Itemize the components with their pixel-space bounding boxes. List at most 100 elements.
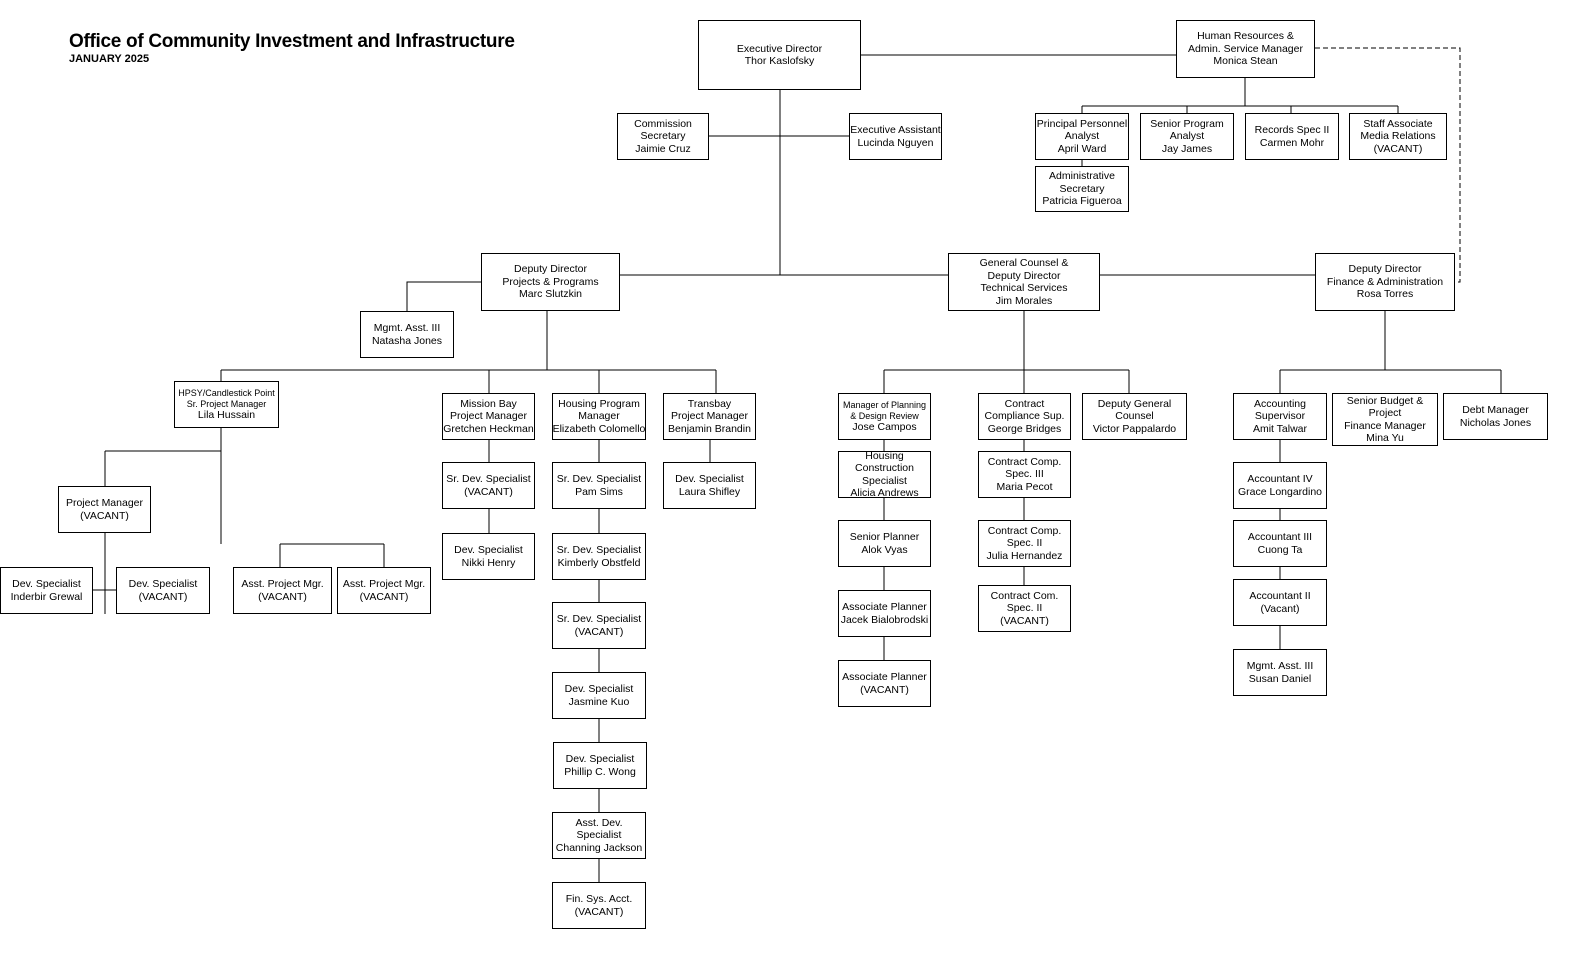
org-box-line: (VACANT) [860,683,909,696]
org-box-line: Fin. Sys. Acct. [565,893,633,905]
org-box-line: Alicia Andrews [850,487,919,498]
org-box-line: Accountant IV [1247,473,1313,485]
org-box-line: Contract Com. [990,589,1059,602]
org-box-line: Projects & Programs [502,275,599,288]
org-box-line: Deputy Director [514,263,587,276]
org-box-line: Manager of Planning [842,400,927,410]
org-box-c3: Contract Com.Spec. II(VACANT) [978,585,1071,632]
org-box-line: Contract Comp. [987,524,1062,537]
org-box-h3: Sr. Dev. Specialist(VACANT) [552,602,646,649]
org-box-line: Secretary [1059,182,1105,195]
org-box-line: Construction [855,462,914,474]
org-box-line: Analyst [1169,130,1205,143]
org-box-line: Maria Pecot [996,480,1053,493]
org-box-line: Administrative [1049,170,1115,183]
org-box-line: Commission [634,117,692,130]
org-box-h7: Fin. Sys. Acct.(VACANT) [552,882,646,929]
org-box-line: Manager [578,410,620,423]
org-box-line: Mina Yu [1366,432,1404,444]
org-box-line: Associate Planner [842,601,927,613]
org-box-line: (VACANT) [359,590,409,603]
org-box-line: Kimberly Obstfeld [557,556,641,569]
org-box-line: Dev. Specialist [564,683,634,695]
org-box-line: Project Manager [670,410,749,423]
org-box-line: Senior Planner [849,531,920,543]
org-box-line: Mgmt. Asst. III [1246,660,1314,672]
org-box-line: Lucinda Nguyen [857,136,934,149]
org-box-line: Lila Hussain [197,409,256,421]
org-box-line: (VACANT) [1373,142,1423,155]
org-box-line: & Design Review [850,411,919,421]
org-box-line: Dev. Specialist [128,578,198,590]
org-box-line: Mgmt. Asst. III [373,322,441,334]
org-box-line: (VACANT) [138,590,188,603]
org-box-line: Compliance Sup. [984,410,1065,423]
org-box-line: Inderbir Grewal [10,590,83,603]
org-box-line: Principal Personnel [1036,117,1128,130]
org-box-line: Phillip C. Wong [564,765,636,778]
org-box-line: Contract [1004,397,1045,410]
org-box-line: Gretchen Heckman [443,422,534,435]
org-box-line: Counsel [1115,410,1154,423]
org-box-line: Spec. II [1006,602,1043,615]
org-box-line: (VACANT) [464,485,513,498]
org-box-line: (Vacant) [1260,602,1300,615]
org-box-line: Sr. Project Manager [186,399,267,409]
org-box-line: Rosa Torres [1356,288,1414,301]
org-box-line: Channing Jackson [555,841,643,854]
org-box-line: Records Spec II [1254,124,1330,136]
org-box-line: Senior Budget & [1346,394,1424,407]
org-box-a3: Accountant II(Vacant) [1233,579,1327,626]
org-box-line: Susan Daniel [1248,672,1312,685]
org-box-line: Spec. II [1006,537,1043,550]
org-box-line: Asst. Project Mgr. [241,578,324,590]
org-box-line: Benjamin Brandin [668,422,751,435]
org-box-line: Dev. Specialist [12,578,81,590]
org-box-line: Natasha Jones [371,334,443,347]
org-box-line: Jasmine Kuo [568,695,630,708]
org-box-line: Contract Comp. [987,455,1062,468]
org-box-line: HPSY/Candlestick Point [178,388,275,398]
org-box-line: Project [1368,407,1402,419]
org-box-line: Sr. Dev. Specialist [556,613,642,625]
org-box-line: Jaimie Cruz [635,142,691,155]
org-box-line: Spec. III [1005,468,1044,481]
org-box-line: George Bridges [987,422,1062,435]
org-box-line: Executive Assistant [850,124,941,136]
org-box-line: Deputy General [1097,397,1172,410]
org-box-line: Project Manager [65,497,144,509]
org-box-line: Asst. Project Mgr. [342,578,426,590]
page-subtitle: JANUARY 2025 [69,53,150,65]
org-box-line: Senior Program [1150,117,1224,130]
org-box-line: Thor Kaslofsky [744,55,815,67]
org-box-line: Jay James [1161,142,1213,155]
dotted-line [1315,47,1461,283]
org-box-pm: Project Manager(VACANT) [58,486,151,533]
org-box-line: Elizabeth Colomello [552,422,646,435]
org-box-line: Grace Longardino [1237,485,1323,498]
org-box-line: Monica Stean [1213,55,1278,68]
